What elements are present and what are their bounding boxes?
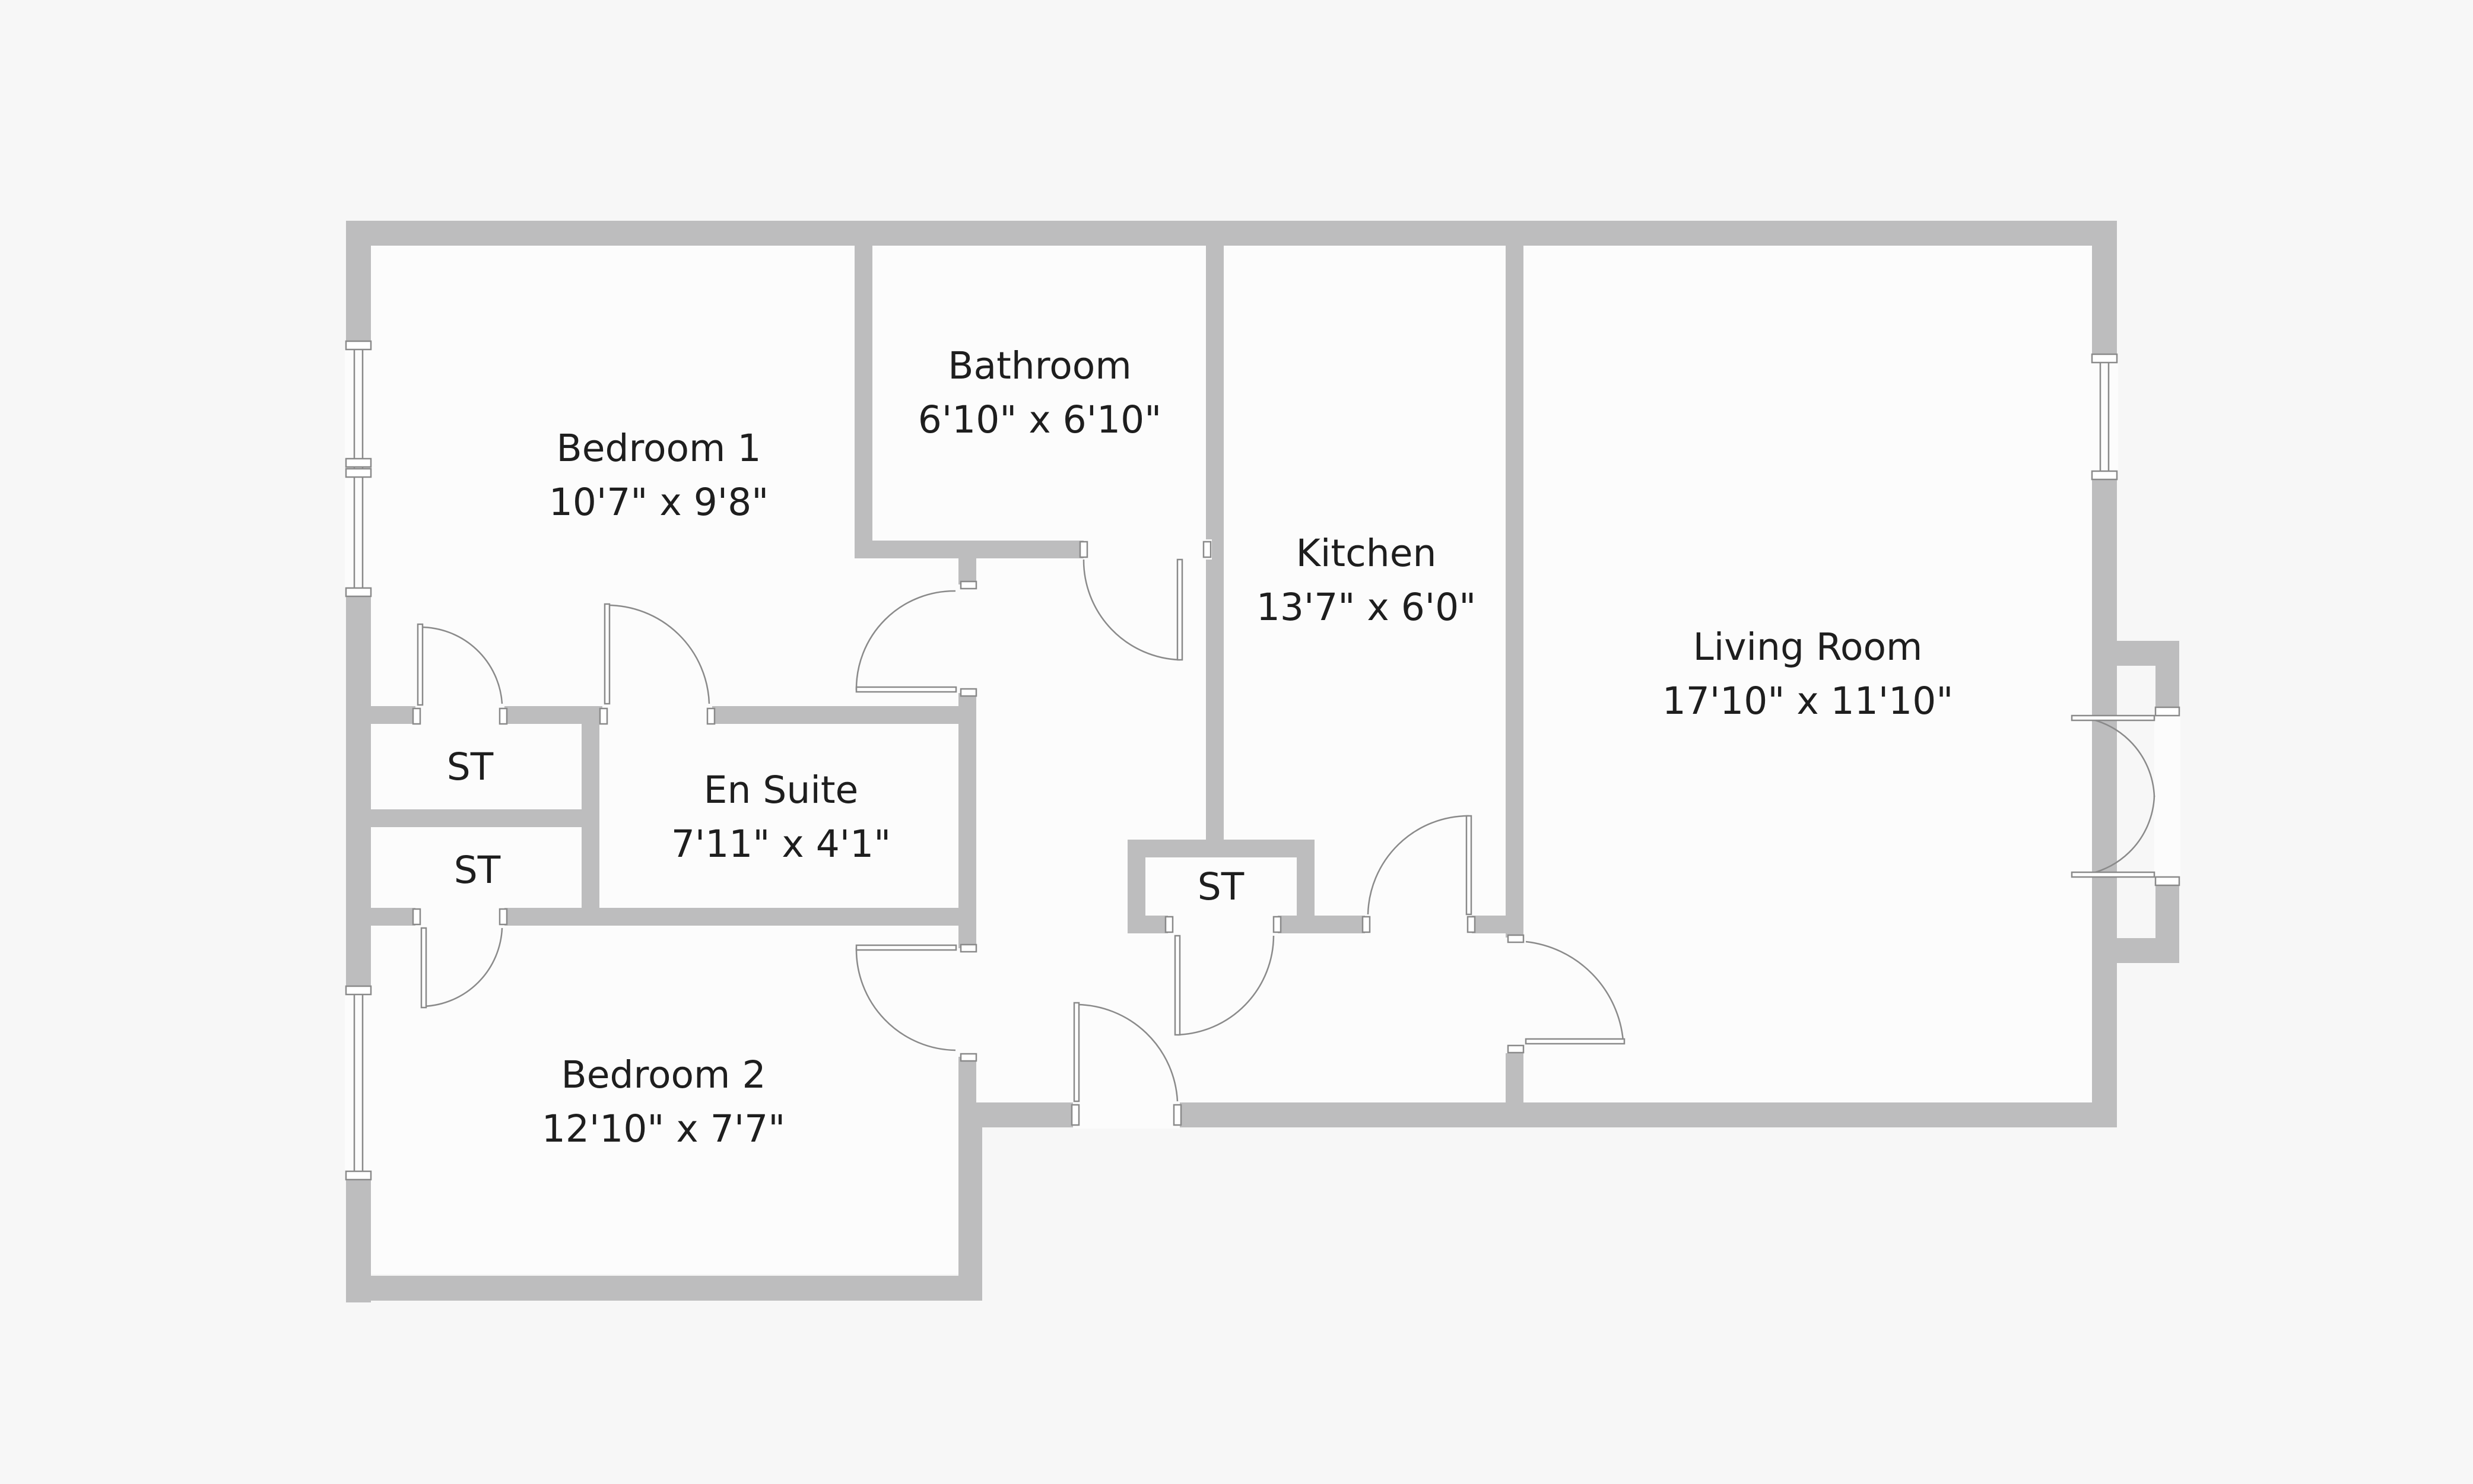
- exterior-wall-top: [346, 221, 2117, 246]
- room-name-kitchen: Kitchen: [1296, 532, 1437, 575]
- room-name-ensuite: En Suite: [704, 768, 859, 812]
- floor-areas: [371, 244, 2093, 1274]
- door-kitchen: [1361, 815, 1476, 933]
- store-ensuite-wall: [582, 706, 599, 926]
- room-name-bedroom1: Bedroom 1: [556, 427, 761, 470]
- room-name-store2: ST: [454, 849, 501, 892]
- room-name-store1: ST: [447, 745, 494, 789]
- room-name-living-room: Living Room: [1693, 625, 1923, 669]
- room-name-store3: ST: [1198, 865, 1245, 908]
- bathroom-wall-left: [855, 244, 872, 558]
- windows: [345, 340, 2180, 1181]
- store-divider-wall: [371, 809, 586, 827]
- door-bedroom1: [855, 580, 977, 697]
- door-kitchen-store: [1164, 916, 1282, 1036]
- window-bedroom1: [345, 340, 372, 598]
- room-size-bathroom: 6'10" x 6'10": [918, 398, 1161, 441]
- room-size-kitchen: 13'7" x 6'0": [1256, 586, 1476, 629]
- french-door-jambs: [2154, 706, 2180, 886]
- door-entrance: [1071, 1002, 1182, 1126]
- window-living-room: [2091, 353, 2118, 481]
- door-ensuite: [599, 603, 716, 725]
- room-size-bedroom2: 12'10" x 7'7": [542, 1107, 785, 1151]
- doors: [412, 541, 2155, 1126]
- door-store2: [412, 908, 508, 1009]
- door-living-room: [1507, 934, 1626, 1054]
- door-store1: [412, 623, 508, 725]
- exterior-wall-bottom-left: [346, 1276, 982, 1301]
- room-size-ensuite: 7'11" x 4'1": [671, 822, 891, 866]
- exterior-wall-step: [958, 1102, 982, 1301]
- door-bathroom: [1079, 541, 1212, 661]
- room-size-living-room: 17'10" x 11'10": [1662, 679, 1954, 723]
- bay-wall-bottom: [2092, 938, 2179, 963]
- kitchen-store-wall-top: [1128, 840, 1315, 857]
- door-openings: [415, 539, 2180, 1129]
- window-bedroom2: [345, 985, 372, 1181]
- room-size-bedroom1: 10'7" x 9'8": [549, 481, 769, 524]
- door-bedroom2: [855, 943, 977, 1062]
- room-name-bathroom: Bathroom: [948, 344, 1131, 387]
- french-doors-living-room: [2071, 714, 2155, 878]
- room-labels: Bedroom 1 10'7" x 9'8" Bathroom 6'10" x …: [447, 344, 1954, 1151]
- room-name-bedroom2: Bedroom 2: [561, 1053, 766, 1097]
